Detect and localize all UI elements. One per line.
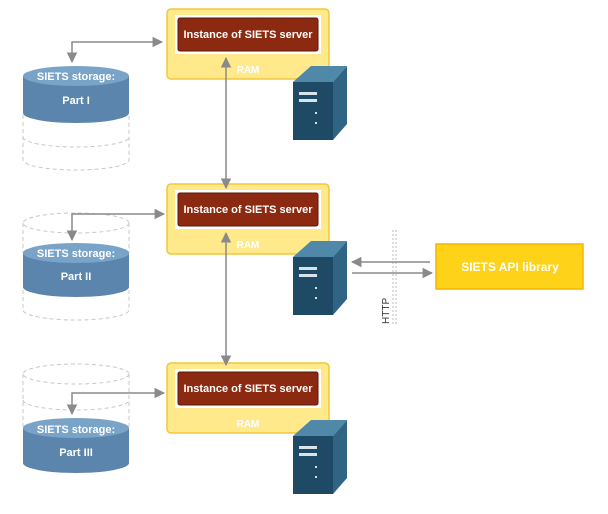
storage-title: SIETS storage: — [37, 424, 115, 436]
storage-dashed-shell — [22, 115, 130, 171]
storage-part-label: Part III — [59, 447, 93, 459]
storage-part-3: SIETS storage: Part III — [22, 363, 130, 473]
api-library-box — [435, 243, 584, 290]
ram-label: RAM — [237, 419, 260, 430]
http-label: HTTP — [381, 298, 392, 324]
http-link: HTTP — [350, 230, 434, 326]
ram-label: RAM — [237, 65, 260, 76]
instance-label: Instance of SIETS server — [184, 29, 314, 41]
storage-connectors — [66, 36, 166, 416]
server-instance-1: Instance of SIETS server RAM — [166, 8, 347, 140]
connector-arrow — [66, 36, 164, 64]
connector-arrow — [66, 387, 166, 416]
instance-label: Instance of SIETS server — [184, 383, 314, 395]
storage-part-label: Part II — [61, 271, 92, 283]
server-icon — [293, 241, 347, 315]
storage-title: SIETS storage: — [37, 71, 115, 83]
storage-dashed-shell — [22, 363, 130, 385]
connector-arrow — [66, 208, 166, 242]
server-icon — [293, 420, 347, 494]
api-library-label: SIETS API library — [461, 260, 559, 274]
api-library: SIETS API library — [435, 243, 584, 290]
storage-dashed-shell — [22, 212, 130, 234]
storage-part-label: Part I — [62, 95, 90, 107]
server-instance-2: Instance of SIETS server RAM — [166, 183, 347, 315]
server-instance-3: Instance of SIETS server RAM — [166, 362, 347, 494]
storage-part-2: SIETS storage: Part II — [22, 212, 130, 321]
server-icon — [293, 66, 347, 140]
storage-title: SIETS storage: — [37, 248, 115, 260]
ram-label: RAM — [237, 240, 260, 251]
instance-label: Instance of SIETS server — [184, 204, 314, 216]
storage-part-1: SIETS storage: Part I — [22, 66, 130, 171]
